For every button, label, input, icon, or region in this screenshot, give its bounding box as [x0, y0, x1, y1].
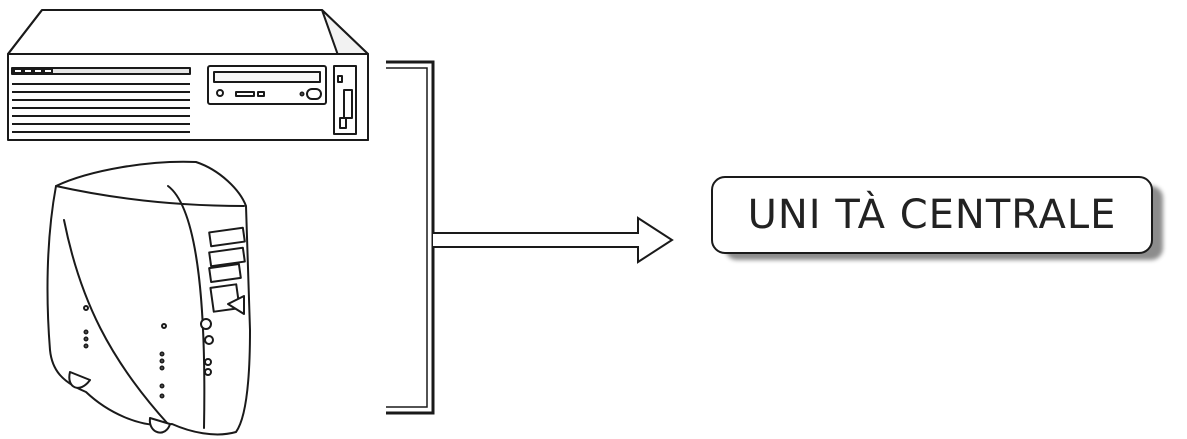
central-unit-label: UNI TÀ CENTRALE	[747, 192, 1117, 238]
tower-computer-icon	[46, 160, 251, 436]
arrow	[433, 216, 674, 264]
label-box: UNI TÀ CENTRALE	[711, 176, 1153, 254]
bracket-line	[386, 60, 435, 415]
desktop-computer-icon	[7, 9, 369, 141]
